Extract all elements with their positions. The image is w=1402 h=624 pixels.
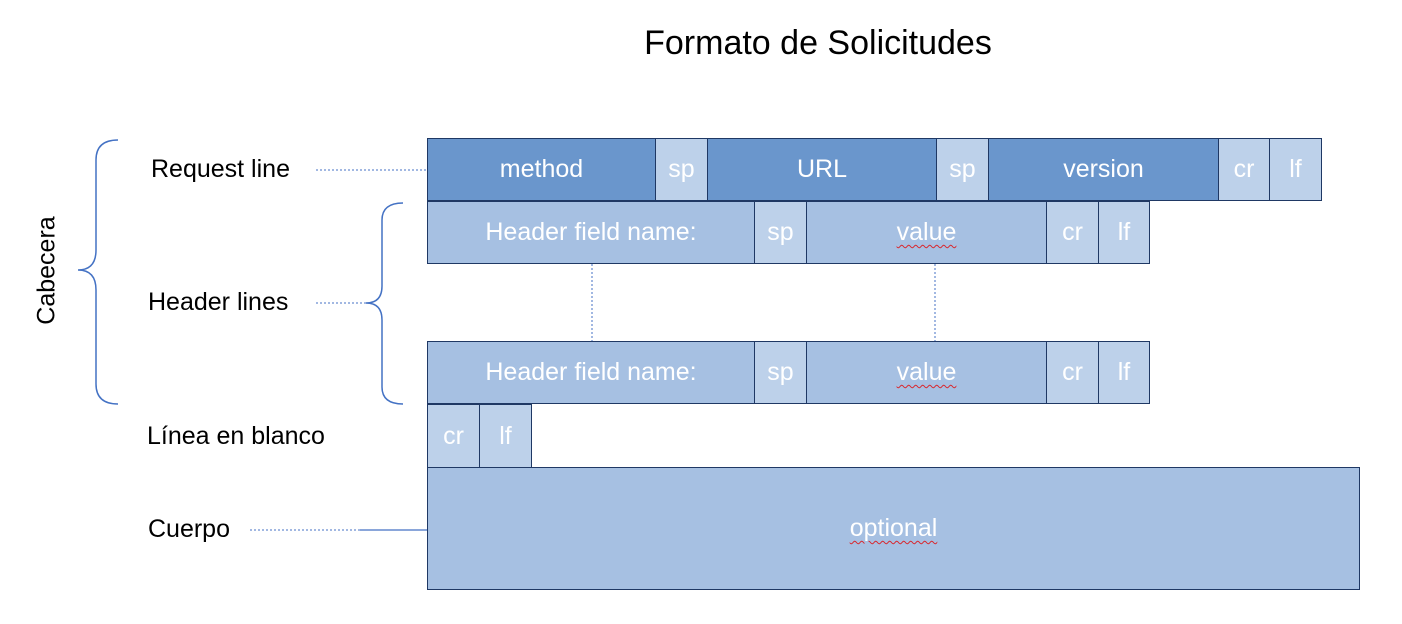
request-sp-field-2: sp [936,138,989,201]
request-cr-field: cr [1218,138,1270,201]
header-value-field-2: value [806,341,1047,404]
request-line-label: Request line [151,155,290,183]
header-field-name-1: Header field name: [427,201,755,264]
header-sp-field-2: sp [754,341,807,404]
header-lines-brace [365,202,404,405]
blank-lf-field: lf [479,404,532,468]
header-value-text-1: value [896,218,957,246]
blank-line-label: Línea en blanco [147,422,325,450]
method-field: method [427,138,656,201]
request-lf-field: lf [1269,138,1322,201]
url-field: URL [707,138,937,201]
header-cr-field-2: cr [1046,341,1099,404]
body-field: optional [427,467,1360,590]
header-field-name-2: Header field name: [427,341,755,404]
body-label: Cuerpo [148,515,230,543]
body-text: optional [849,514,938,542]
header-lf-field-1: lf [1098,201,1150,264]
version-field: version [988,138,1219,201]
diagram-title: Formato de Solicitudes [644,24,992,62]
blank-cr-field: cr [427,404,480,468]
cabecera-brace [77,139,119,405]
header-value-field-1: value [806,201,1047,264]
header-lines-label: Header lines [148,288,289,316]
header-sp-field-1: sp [754,201,807,264]
header-cr-field-1: cr [1046,201,1099,264]
header-lf-field-2: lf [1098,341,1150,404]
header-value-text-2: value [896,358,957,386]
cabecera-label: Cabecera [32,216,61,325]
request-sp-field-1: sp [655,138,708,201]
